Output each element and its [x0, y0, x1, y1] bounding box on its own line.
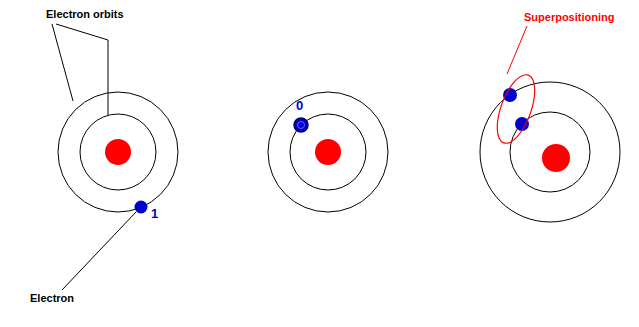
- orbit-ring: [268, 92, 388, 212]
- atom-left: [52, 24, 178, 290]
- orbit-ring: [480, 82, 620, 222]
- electron: [515, 117, 529, 131]
- atom-middle: [268, 92, 388, 212]
- orbit-ring: [58, 92, 178, 212]
- superposition-label: Superpositioning: [524, 11, 614, 24]
- superposition-ellipse: [490, 70, 543, 148]
- nucleus: [315, 139, 341, 165]
- leader-line: [108, 40, 109, 115]
- state-number: 1: [151, 207, 158, 220]
- nucleus: [542, 144, 570, 172]
- leader-line: [507, 26, 527, 74]
- orbit-ring: [510, 112, 590, 192]
- leader-line: [56, 24, 108, 40]
- electron-label: Electron: [30, 292, 74, 305]
- atom-right: [480, 26, 620, 222]
- orbit-ring: [80, 114, 156, 190]
- electron-ring: [298, 122, 305, 129]
- state-number: 0: [296, 99, 303, 112]
- leader-line: [52, 24, 73, 101]
- nucleus: [105, 139, 131, 165]
- electron: [294, 118, 308, 132]
- electron: [135, 201, 148, 214]
- orbit-label: Electron orbits: [46, 8, 124, 21]
- leader-line: [62, 212, 136, 290]
- orbit-ring: [290, 114, 366, 190]
